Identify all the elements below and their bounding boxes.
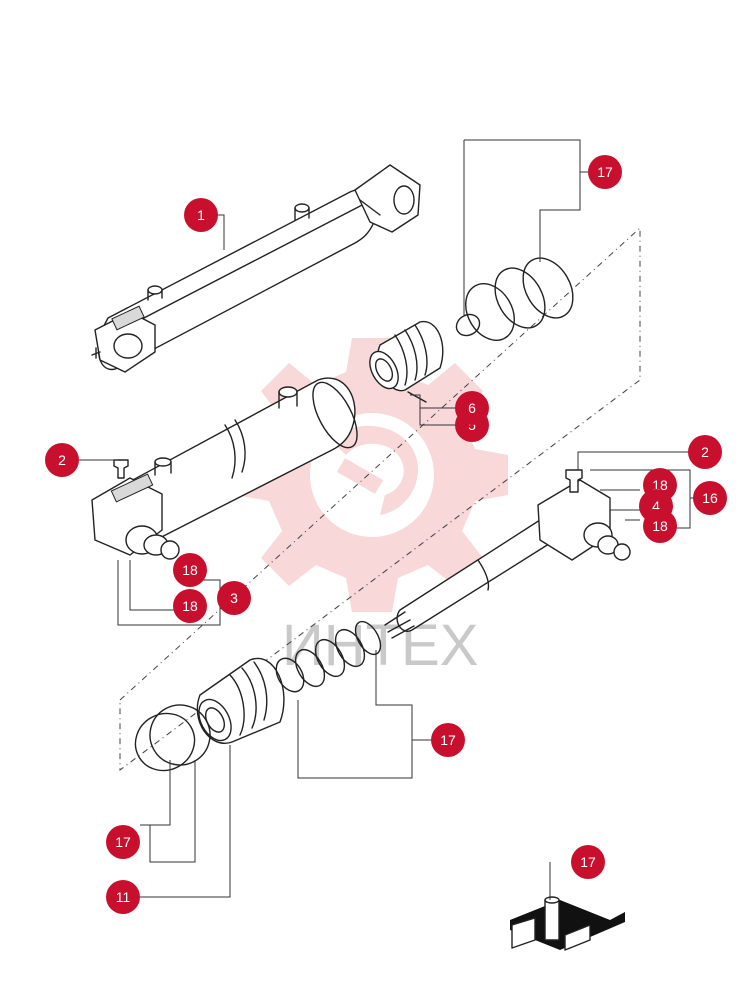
- cylinder-head-gland: [196, 657, 285, 744]
- svg-text:11: 11: [116, 889, 131, 905]
- seal-rings-top: [455, 257, 574, 341]
- svg-text:3: 3: [230, 590, 238, 606]
- svg-text:5: 5: [468, 417, 476, 433]
- callout-6[interactable]: 6: [455, 391, 489, 425]
- grease-fitting-right: [565, 469, 583, 493]
- svg-text:17: 17: [440, 732, 456, 748]
- leader-lines: [78, 139, 696, 900]
- grease-fitting-left: [113, 459, 129, 479]
- piston-rod: [384, 479, 631, 639]
- callout-3[interactable]: 3: [217, 581, 251, 615]
- cylinder-assembly: [91, 164, 421, 373]
- svg-text:18: 18: [652, 477, 668, 493]
- callout-17-middle[interactable]: 17: [431, 723, 465, 757]
- svg-text:4: 4: [652, 498, 660, 514]
- seal-rings-middle: [275, 620, 382, 693]
- callout-18-base-back[interactable]: 18: [173, 553, 207, 587]
- svg-text:2: 2: [58, 452, 66, 468]
- svg-text:18: 18: [182, 562, 198, 578]
- cylinder-barrel: [91, 377, 358, 560]
- lubrication-symbol: [510, 896, 625, 951]
- callout-17-top[interactable]: 17: [588, 155, 622, 189]
- callout-2-left[interactable]: 2: [45, 443, 79, 477]
- callout-18-rod-front[interactable]: 18: [643, 509, 677, 543]
- svg-text:1: 1: [197, 207, 205, 223]
- svg-text:16: 16: [702, 490, 718, 506]
- callout-17-lubrication[interactable]: 17: [571, 845, 605, 879]
- svg-text:17: 17: [580, 854, 596, 870]
- svg-text:2: 2: [701, 444, 709, 460]
- callout-2-right[interactable]: 2: [688, 435, 722, 469]
- callout-11[interactable]: 11: [106, 880, 140, 914]
- callout-18-base-front[interactable]: 18: [173, 589, 207, 623]
- svg-text:17: 17: [597, 164, 613, 180]
- callout-16[interactable]: 16: [693, 481, 727, 515]
- svg-text:18: 18: [182, 598, 198, 614]
- svg-text:17: 17: [115, 834, 131, 850]
- callout-1[interactable]: 1: [184, 198, 218, 232]
- callout-17-bottom[interactable]: 17: [106, 825, 140, 859]
- piston: [369, 321, 444, 403]
- svg-text:6: 6: [468, 400, 476, 416]
- svg-text:18: 18: [652, 518, 668, 534]
- assembly-boundary: [119, 226, 641, 771]
